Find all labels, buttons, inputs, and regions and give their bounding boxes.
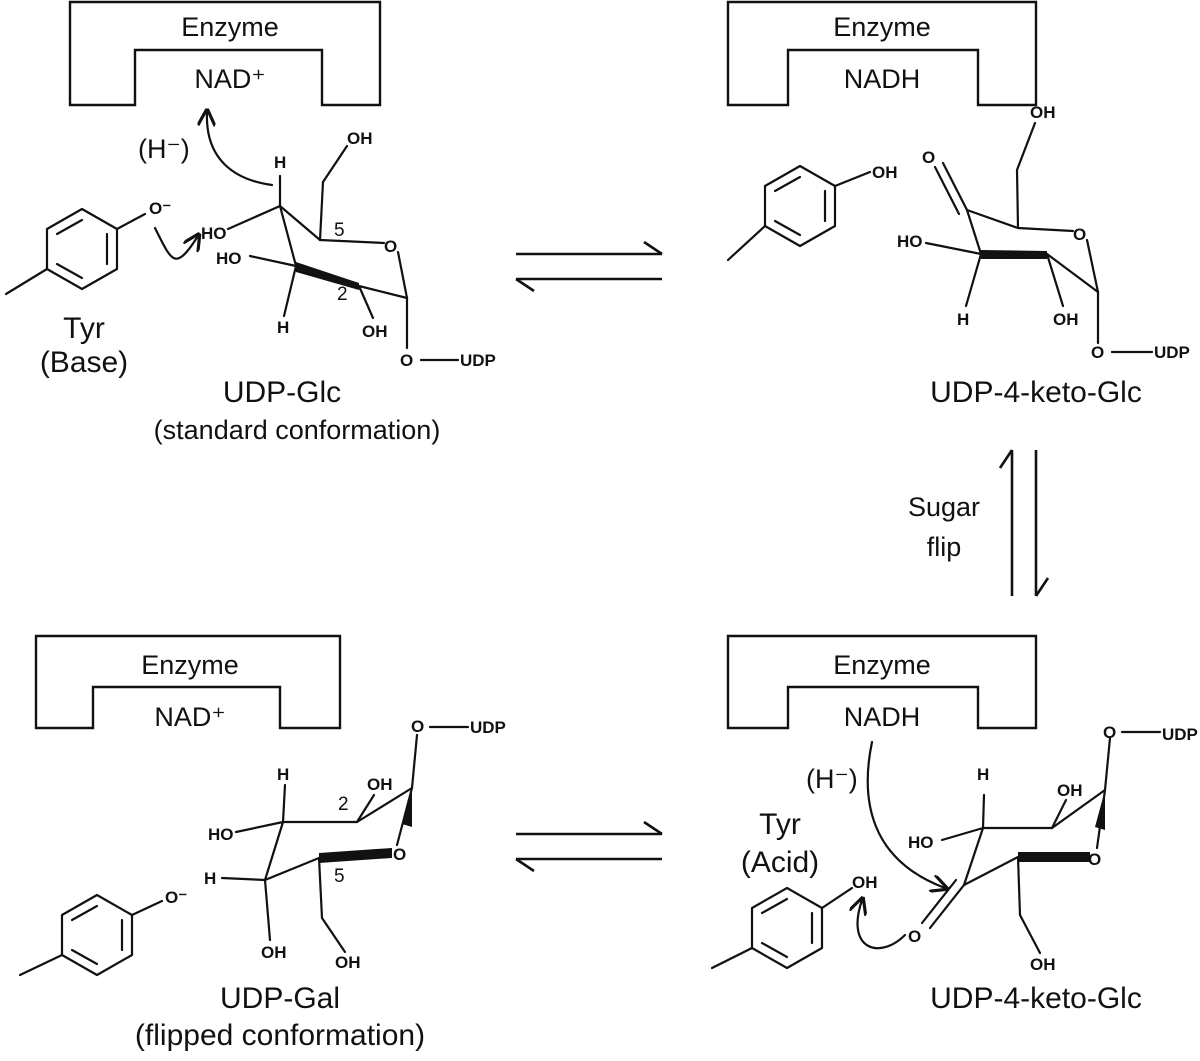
svg-text:O⁻: O⁻ <box>165 888 187 907</box>
svg-text:H: H <box>277 318 289 337</box>
svg-text:O: O <box>1091 343 1104 362</box>
svg-text:O: O <box>393 845 406 864</box>
svg-text:OH: OH <box>1030 103 1056 122</box>
udp-gal-name: UDP-Gal <box>220 982 340 1015</box>
svg-text:H: H <box>274 153 286 172</box>
tyrosine: OH <box>726 163 898 262</box>
svg-text:O: O <box>384 237 397 256</box>
svg-text:HO: HO <box>897 232 923 251</box>
svg-text:2: 2 <box>338 794 349 815</box>
svg-text:HO: HO <box>908 833 934 852</box>
svg-text:OH: OH <box>1030 955 1056 974</box>
hydride-label: (H⁻) <box>806 764 858 794</box>
udp-glc-conformation: (standard conformation) <box>154 415 441 445</box>
cofactor-label: NADH <box>844 64 921 94</box>
protonation-arrow <box>858 900 907 950</box>
enzyme-box <box>68 0 382 107</box>
panel-udp-gal: Enzyme NAD⁺ O⁻ <box>18 634 506 1052</box>
tyrosine-base: O⁻ Tyr (Base) <box>4 199 171 379</box>
svg-text:O: O <box>908 927 921 946</box>
tyrosine: O⁻ <box>18 888 187 977</box>
udp-glc-name: UDP-Glc <box>223 376 341 409</box>
svg-text:UDP: UDP <box>460 351 496 370</box>
svg-text:O⁻: O⁻ <box>149 199 171 218</box>
svg-text:5: 5 <box>334 866 345 887</box>
tyr-role-label: (Acid) <box>741 846 819 879</box>
cofactor-label: NADH <box>844 702 921 732</box>
panel-keto-glc-bottom: Enzyme NADH (H⁻) Tyr (Acid) OH <box>710 634 1198 1015</box>
udp-keto-glc-molecule: O HO H OH OH O O UDP <box>897 103 1190 362</box>
enzyme-box <box>726 634 1038 730</box>
enzyme-label: Enzyme <box>181 12 279 42</box>
svg-text:OH: OH <box>261 943 287 962</box>
hydride-label: (H⁻) <box>138 134 190 164</box>
svg-text:OH: OH <box>852 873 878 892</box>
sugar-flip-label: Sugar <box>908 492 980 522</box>
panel-keto-glc-top: Enzyme NADH OH <box>726 0 1190 409</box>
keto-glc-name: UDP-4-keto-Glc <box>930 376 1142 409</box>
panel-udp-glc: Enzyme NAD⁺ (H⁻) O⁻ Tyr (Base) <box>4 0 496 445</box>
enzyme-box <box>726 0 1038 107</box>
enzyme-box <box>34 634 342 730</box>
enzyme-label: Enzyme <box>833 650 931 680</box>
svg-text:5: 5 <box>334 220 345 241</box>
svg-text:H: H <box>977 765 989 784</box>
hydride-transfer-arrow <box>866 740 945 888</box>
tyr-label: Tyr <box>759 808 801 841</box>
svg-text:2: 2 <box>337 284 348 305</box>
enzyme-label: Enzyme <box>141 650 239 680</box>
sugar-flip-label-2: flip <box>927 532 962 562</box>
enzyme-label: Enzyme <box>833 12 931 42</box>
svg-text:O: O <box>922 148 935 167</box>
equilibrium-arrows-bottom <box>515 820 663 873</box>
svg-text:O: O <box>411 717 424 736</box>
tyr-role-label: (Base) <box>40 346 128 379</box>
svg-text:OH: OH <box>367 775 393 794</box>
svg-text:HO: HO <box>208 825 234 844</box>
tyr-label: Tyr <box>63 312 105 345</box>
cofactor-label: NAD⁺ <box>154 702 225 732</box>
svg-text:UDP: UDP <box>1162 725 1198 744</box>
udp-glc-molecule: H HO HO H OH OH O O UDP 5 2 <box>201 129 496 370</box>
svg-text:OH: OH <box>362 322 388 341</box>
sugar-flip-arrows: Sugar flip <box>908 449 1050 597</box>
svg-text:OH: OH <box>872 163 898 182</box>
svg-text:OH: OH <box>1053 310 1079 329</box>
svg-text:O: O <box>1103 723 1116 742</box>
svg-text:O: O <box>1088 850 1101 869</box>
svg-text:UDP: UDP <box>470 718 506 737</box>
svg-text:OH: OH <box>1057 781 1083 800</box>
svg-text:HO: HO <box>201 224 227 243</box>
svg-text:OH: OH <box>335 953 361 972</box>
keto-glc-name-bottom: UDP-4-keto-Glc <box>930 982 1142 1015</box>
svg-text:HO: HO <box>216 249 242 268</box>
cofactor-label: NAD⁺ <box>194 64 265 94</box>
svg-text:H: H <box>277 765 289 784</box>
tyrosine-acid: OH <box>710 873 878 970</box>
udp-gal-molecule: H OH HO H OH OH O O UDP 2 5 <box>204 717 506 972</box>
svg-text:H: H <box>204 869 216 888</box>
udp-keto-glc-flipped-molecule: H OH HO O OH O O UDP <box>908 723 1198 974</box>
deprotonation-arrow <box>153 226 198 260</box>
hydride-transfer-arrow <box>207 112 274 187</box>
udp-gal-conformation: (flipped conformation) <box>135 1019 425 1052</box>
svg-text:OH: OH <box>347 129 373 148</box>
equilibrium-arrows-top <box>515 240 663 293</box>
svg-text:H: H <box>957 310 969 329</box>
svg-text:O: O <box>1073 225 1086 244</box>
svg-text:UDP: UDP <box>1154 343 1190 362</box>
svg-text:O: O <box>400 351 413 370</box>
